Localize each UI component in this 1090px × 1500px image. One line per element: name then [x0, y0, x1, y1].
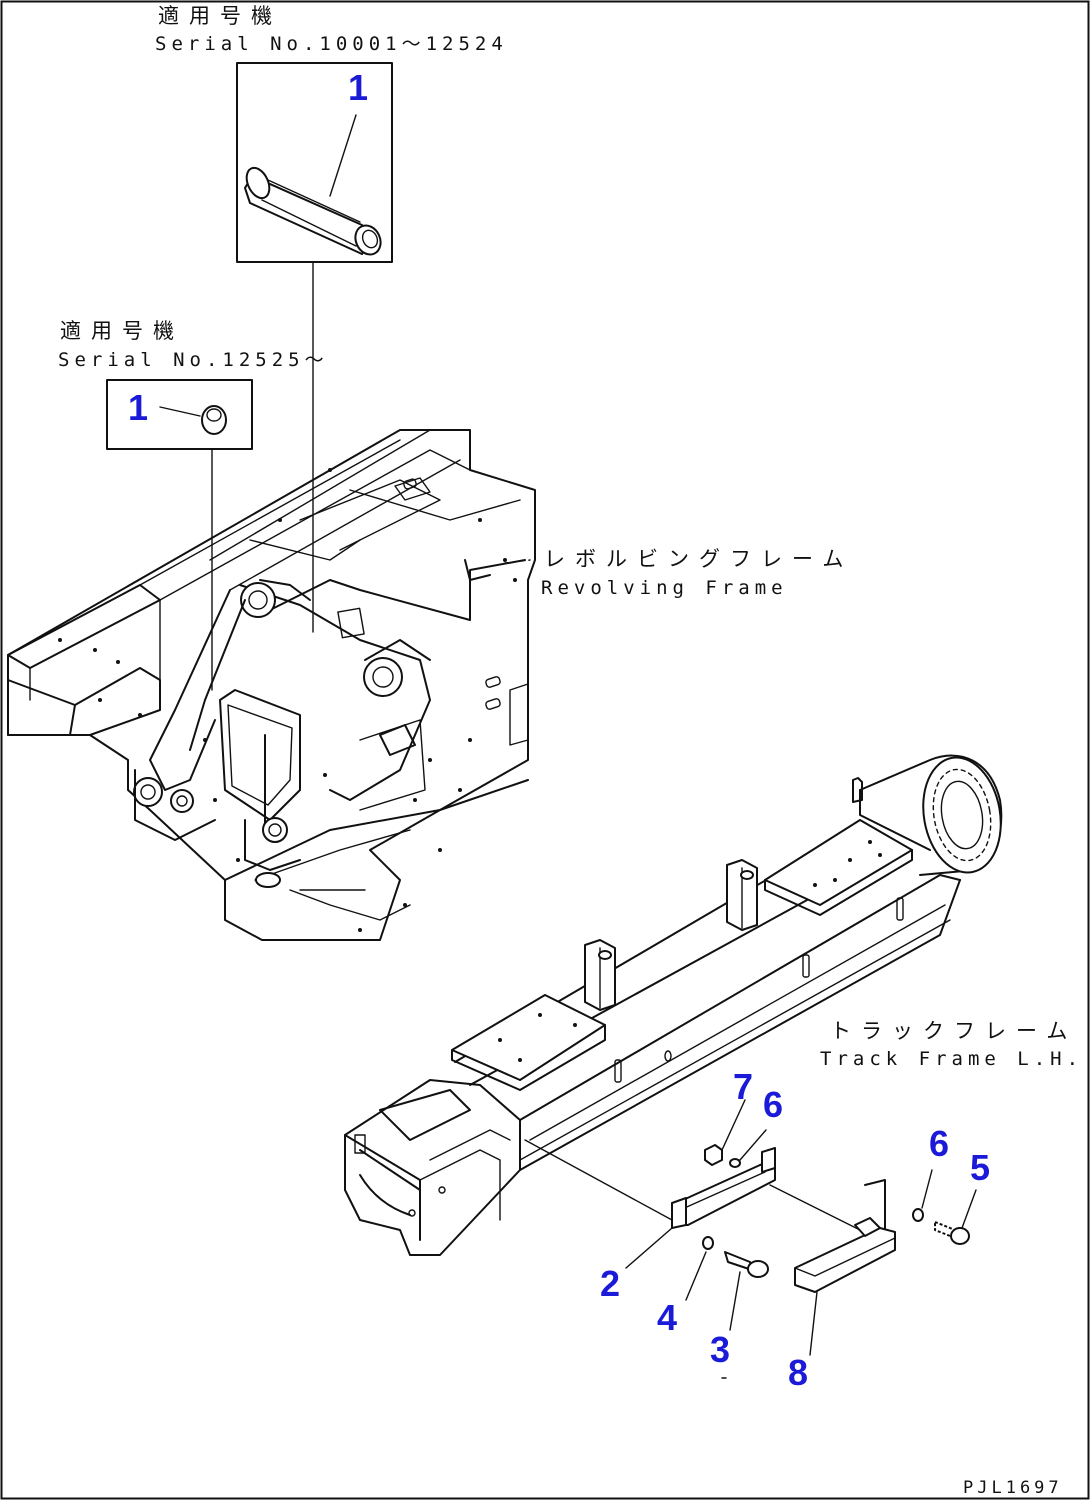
- leader-1-left: [159, 406, 201, 417]
- track-frame-label: トラックフレーム Ｌ Track Frame L.H.: [820, 1019, 1090, 1070]
- pin-icon: [244, 166, 382, 256]
- guard-parts: [524, 1099, 977, 1356]
- callout-1-left: 1: [128, 387, 148, 428]
- guard-part-8: [794, 1179, 896, 1293]
- inset-left: 適用号機 Serial No.12525～ 1: [58, 319, 329, 450]
- callout-5: 5: [970, 1147, 990, 1188]
- washer-icon-lower: [702, 1236, 714, 1250]
- inset-top-serial: Serial No.10001～12524: [155, 33, 508, 55]
- drawing-number: PJL1697: [963, 1478, 1063, 1498]
- leader-1-top: [329, 114, 357, 197]
- revolving-frame-label-jp: レボルビングフレーム: [544, 547, 853, 571]
- washer-icon-upper: [729, 1158, 741, 1168]
- callout-6-right: 6: [929, 1123, 949, 1164]
- callout-7: 7: [733, 1066, 753, 1107]
- inset-top-title: 適用号機: [158, 4, 282, 28]
- callout-3: 3: [710, 1329, 730, 1370]
- track-frame-label-jp: トラックフレーム Ｌ: [830, 1019, 1090, 1043]
- bushing-icon: [201, 405, 227, 435]
- callout-1-top: 1: [348, 67, 368, 108]
- revolving-frame-label: レボルビングフレーム Revolving Frame: [504, 547, 853, 599]
- inset-left-box: [106, 379, 253, 450]
- inset-left-serial: Serial No.12525～: [58, 349, 329, 371]
- callout-8: 8: [788, 1352, 808, 1393]
- washer-icon-right: [912, 1208, 924, 1222]
- nut-icon: [704, 1144, 723, 1166]
- bolt-icon-3: [724, 1251, 769, 1278]
- callout-4: 4: [657, 1297, 677, 1338]
- inset-top-box: [236, 62, 393, 263]
- bracket-part-2: [671, 1147, 776, 1229]
- callout-numbers: 7 6 6 5 2 4 3 8: [600, 1066, 990, 1393]
- revolving-frame-drawing: [7, 429, 536, 941]
- track-frame-label-en: Track Frame L.H.: [820, 1048, 1083, 1070]
- inset-top: 適用号機 Serial No.10001～12524 1: [155, 4, 508, 263]
- revolving-frame-label-en: Revolving Frame: [541, 577, 788, 599]
- inset-left-title: 適用号機: [60, 319, 184, 343]
- track-frame-drawing: [344, 754, 1003, 1256]
- idler-drum: [859, 754, 1003, 876]
- callout-2: 2: [600, 1263, 620, 1304]
- callout-6-left: 6: [763, 1084, 783, 1125]
- bolt-icon-5: [934, 1221, 970, 1245]
